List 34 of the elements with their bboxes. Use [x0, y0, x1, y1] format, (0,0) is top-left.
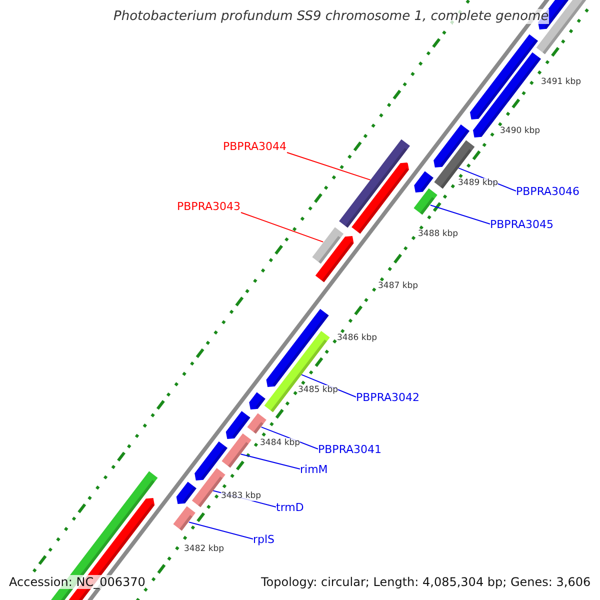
scale-label: 3489 kbp — [458, 178, 498, 188]
leader-line — [240, 212, 324, 242]
gene-label: trmD — [276, 500, 304, 514]
gene-label: PBPRA3044 — [223, 140, 287, 152]
scale-label: 3485 kbp — [298, 385, 338, 395]
scale-label: 3490 kbp — [500, 126, 540, 136]
scale-label: 3488 kbp — [418, 229, 458, 239]
gene-label: PBPRA3042 — [356, 390, 420, 404]
scale-label: 3483 kbp — [221, 491, 262, 501]
scale-label: 3491 kbp — [541, 77, 582, 87]
leader-line — [430, 204, 490, 224]
title: Photobacterium profundum SS9 chromosome 1, complete genome — [114, 9, 549, 24]
gene-bar — [414, 188, 438, 216]
scale-label: 3484 kbp — [260, 438, 300, 448]
gene-bar — [312, 226, 344, 264]
gene-bar — [173, 506, 196, 532]
gene-label: PBPRA3045 — [490, 218, 554, 230]
leader-line — [286, 152, 371, 180]
gene-label: PBPRA3046 — [516, 184, 580, 198]
info-text: Accession: NC_006370 — [9, 575, 146, 589]
gene-bar — [247, 413, 267, 434]
gene-label: PBPRA3041 — [318, 442, 382, 456]
gene-bar — [339, 138, 410, 228]
gene-label: PBPRA3043 — [177, 200, 241, 212]
gene-label: rplS — [253, 532, 275, 546]
gene-label: rimM — [300, 462, 328, 476]
leader-line — [260, 426, 318, 450]
info-text: Topology: circular; Length: 4,085,304 bp; Genes: 3,606 — [261, 575, 591, 589]
scale-label: 3482 kbp — [184, 544, 224, 554]
scale-label: 3487 kbp — [378, 281, 418, 291]
gene-bar — [221, 433, 252, 468]
scale-label: 3486 kbp — [337, 333, 378, 343]
leader-line — [188, 522, 254, 540]
leader-line — [240, 454, 300, 470]
